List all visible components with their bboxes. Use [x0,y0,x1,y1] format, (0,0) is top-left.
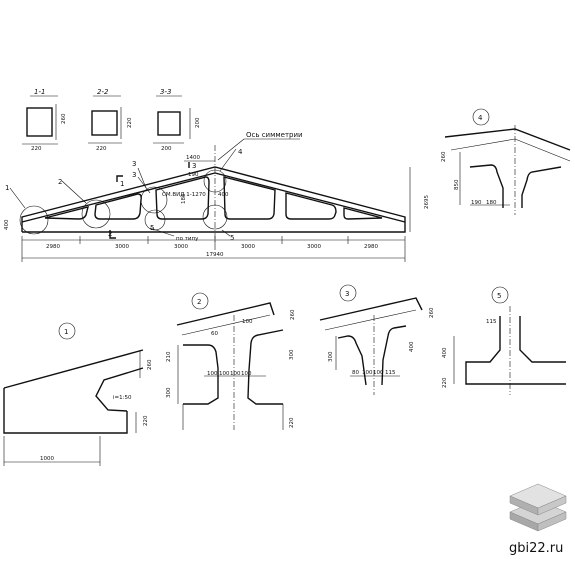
node-5-number: 5 [497,292,501,300]
span-6: 2980 [364,244,378,250]
node-4-number: 4 [478,114,483,122]
node-3-bottom-1: 80 [352,370,359,376]
dim-height-2695: 2695 [424,195,430,209]
node-3-dim-300: 300 [328,351,334,362]
node-5-dim-220: 220 [442,377,448,388]
symmetry-axis-label: Ось симметрии [246,131,303,139]
node-2-dim-300b: 300 [289,349,295,360]
node-2-dim-220: 220 [289,417,295,428]
span-4: 3000 [241,244,255,250]
dim-1400: 1400 [186,155,200,161]
node-3-bottom-4: 115 [385,370,396,376]
span-5: 3000 [307,244,321,250]
node-2-dim-60: 60 [211,331,218,337]
node-2-dim-210: 210 [166,351,172,362]
node-3-dim-260: 260 [429,307,435,318]
span-1: 2980 [46,244,60,250]
node-2-detail: 2 210 300 300 220 260 60 100 100 100 100… [166,292,296,430]
node-1-dim-220: 220 [143,415,149,426]
watermark-text: gbi22.ru [509,541,563,556]
mark-1: 1 [120,180,124,188]
see-view-note: СМ.ВИД 1-1270 [162,192,206,198]
section-3-3-width: 200 [161,146,172,152]
node-4-dim-260: 260 [441,151,447,162]
node-2-bottom-2: 100 [219,371,230,377]
dim-180: 180 [181,193,187,204]
node-2-number: 2 [197,298,201,306]
span-2: 3000 [115,244,129,250]
node-4-dim-180: 180 [486,200,497,206]
node-3-number: 3 [345,290,349,298]
node-2-bottom-1: 100 [207,371,218,377]
section-1-1-title: 1-1 [34,88,45,96]
node-3-bottom-2: 100 [362,370,373,376]
callout-1: 1 [5,184,9,192]
callout-2: 2 [58,178,62,186]
node-1-detail: 1 260 i=1:50 220 1000 [3,322,153,466]
node-1-dim-260: 260 [147,359,153,370]
node-5-detail: 5 115 400 220 [442,286,566,395]
mark-2: 2 [108,230,112,238]
section-1-1-width: 220 [31,146,42,152]
section-1-1: 1-1 220 260 [22,88,67,152]
section-1-1-height: 260 [61,113,67,124]
section-2-2-width: 220 [96,146,107,152]
section-2-2-title: 2-2 [97,88,109,96]
node-1-slope: i=1:50 [113,395,132,401]
node-3-detail: 3 300 400 260 80 100 100 115 [319,284,435,395]
section-2-2-height: 220 [127,117,133,128]
dim-400: 400 [218,192,229,198]
node-4-dim-190: 190 [471,200,482,206]
node-3-dim-400: 400 [409,341,415,352]
dim-left-400: 400 [4,219,10,230]
node-3-bottom-3: 100 [373,370,384,376]
node-2-dim-260: 260 [290,309,296,320]
callout-3a: 3 [132,160,136,168]
span-3: 3000 [174,244,188,250]
node-2-dim-300a: 300 [166,387,172,398]
po-tipu-label: по типу [176,236,199,242]
stacked-slabs-logo [509,483,567,532]
node-1-dim-1000: 1000 [40,456,54,462]
node-5-dim-400: 400 [442,347,448,358]
node-1-number: 1 [64,328,68,336]
section-3-3-title: 3-3 [160,88,171,96]
section-3-3-height: 200 [195,117,201,128]
node-5-dim-115: 115 [486,319,497,325]
mark-3: 3 [192,162,196,170]
dim-190: 190 [188,172,199,178]
node-2-bottom-4: 100 [241,371,252,377]
section-2-2: 2-2 220 220 [88,88,133,152]
callout-4: 4 [238,148,243,156]
callout-5: 5 [230,234,234,242]
callout-3b: 3 [132,171,136,179]
node-4-dim-850: 850 [454,179,460,190]
callout-5b: 5 [150,224,154,232]
section-3-3: 3-3 200 200 [153,88,201,152]
node-2-bottom-3: 100 [230,371,241,377]
node-2-dim-100: 100 [242,319,253,325]
node-4-detail: 4 260 850 190 180 [441,108,571,215]
total-length: 17940 [206,252,224,258]
truss-elevation: 1 2 3 3 4 5 5 1 2 3 Ось симметрии 1400 1… [4,131,430,262]
